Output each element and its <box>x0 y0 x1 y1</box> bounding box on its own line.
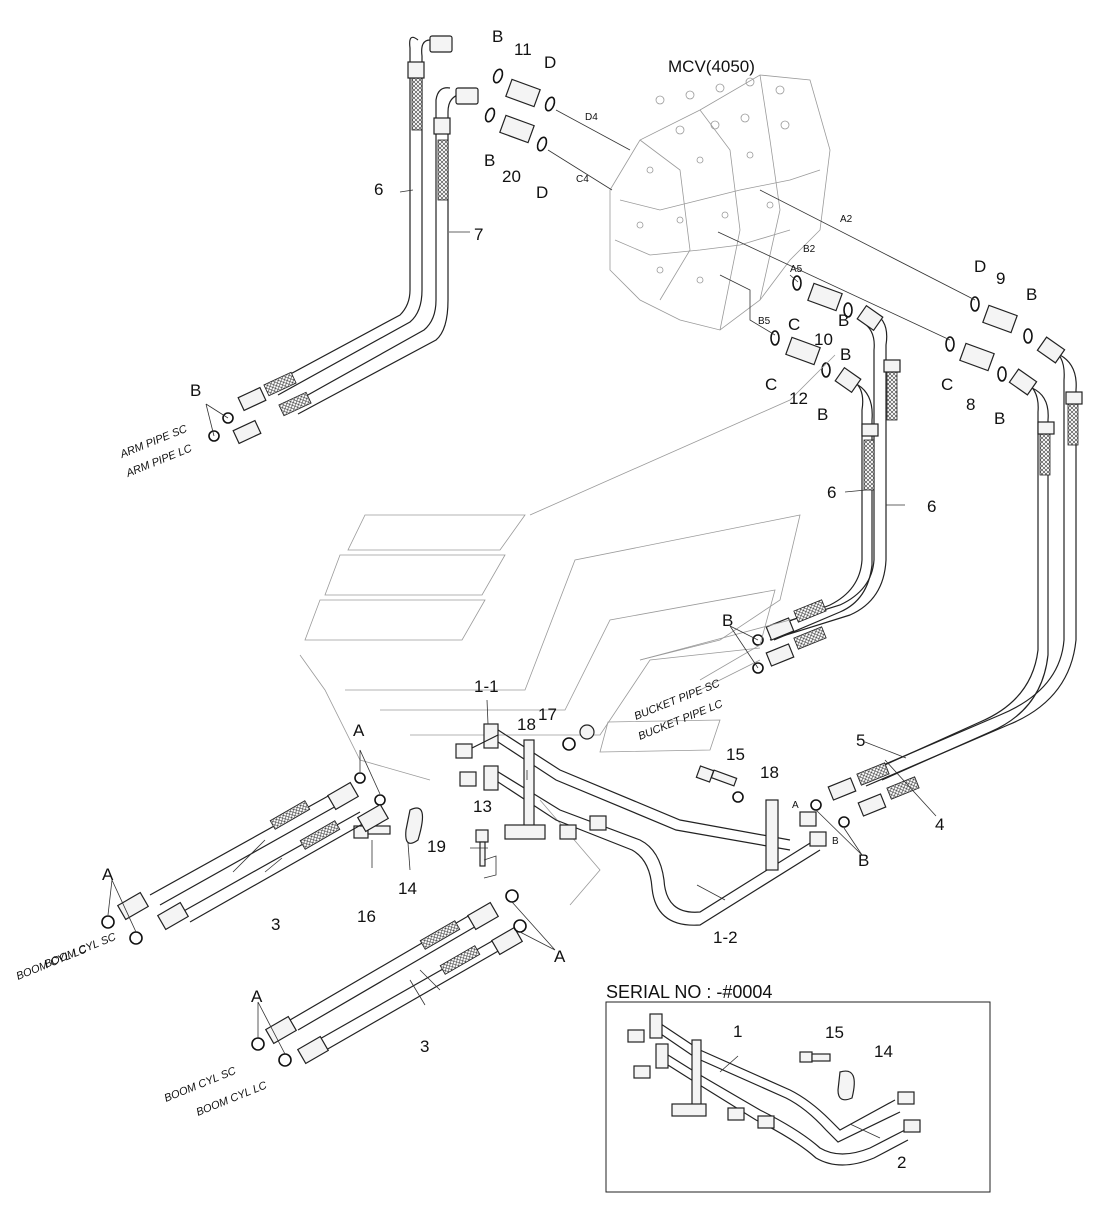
letter-a-boom-1: A <box>102 865 114 884</box>
leader-a5 <box>789 274 799 283</box>
letter-b-bucket: B <box>722 611 733 630</box>
port-a5: A5 <box>790 264 803 275</box>
clip-14 <box>405 807 424 844</box>
leader-d4 <box>555 109 631 151</box>
mcv-valve-block <box>609 74 831 331</box>
letter-b-9: B <box>1026 285 1037 304</box>
mcv-label: MCV(4050) <box>668 57 755 76</box>
leader-lines <box>107 189 937 1139</box>
letter-b-8: B <box>994 409 1005 428</box>
callout-20: 20 <box>502 167 521 186</box>
callout-1-inset: 1 <box>733 1022 742 1041</box>
letter-b-12-lower: B <box>817 405 828 424</box>
callout-3-lower: 3 <box>420 1037 429 1056</box>
bolt-15-washer-18 <box>695 765 744 803</box>
adaptor-11 <box>492 68 556 112</box>
callout-15-inset: 15 <box>825 1023 844 1042</box>
callout-16: 16 <box>357 907 376 926</box>
callout-13: 13 <box>473 797 492 816</box>
letter-d-11: D <box>544 53 556 72</box>
callout-8: 8 <box>966 395 975 414</box>
letter-c-8: C <box>941 375 953 394</box>
port-a-small: A <box>792 800 799 811</box>
callout-12: 12 <box>789 389 808 408</box>
letter-b-20: B <box>484 151 495 170</box>
callout-6-arm: 6 <box>374 180 383 199</box>
callout-10: 10 <box>814 330 833 349</box>
callout-1-1: 1-1 <box>474 677 499 696</box>
letter-b-10: B <box>838 311 849 330</box>
hose-5 <box>859 336 1083 787</box>
callout-1-2: 1-2 <box>713 928 738 947</box>
port-a2: A2 <box>840 214 853 225</box>
port-b5: B5 <box>758 316 771 327</box>
adaptor-12 <box>770 330 831 378</box>
callout-11: 11 <box>514 40 532 59</box>
adaptor-9 <box>970 296 1033 344</box>
callout-5: 5 <box>856 731 865 750</box>
letter-b-right: B <box>858 851 869 870</box>
leader-c4 <box>547 149 613 191</box>
callout-3-upper: 3 <box>271 915 280 934</box>
adaptor-20 <box>484 107 548 152</box>
hose-6-bucket-left <box>771 366 879 641</box>
letter-a-boom-2: A <box>251 987 263 1006</box>
serial-inset <box>605 1001 991 1193</box>
letter-b-arm: B <box>190 381 201 400</box>
callout-14-inset: 14 <box>874 1042 893 1061</box>
o-ring-a-left-1 <box>354 772 366 784</box>
hose-3-lower <box>251 889 527 1067</box>
letter-c-10: C <box>788 315 800 334</box>
port-c4: C4 <box>576 174 589 185</box>
callout-9: 9 <box>996 269 1005 288</box>
letter-b-11: B <box>492 27 503 46</box>
serial-number-label: SERIAL NO : -#0004 <box>606 982 772 1002</box>
callout-4: 4 <box>935 815 944 834</box>
port-b-small: B <box>832 836 839 847</box>
callout-19: 19 <box>427 837 446 856</box>
letter-a-left: A <box>353 721 365 740</box>
hose-4-5-end-fittings <box>810 762 920 828</box>
port-b2: B2 <box>803 244 816 255</box>
o-ring-a-left-2 <box>374 794 386 806</box>
leader-b5 <box>719 274 776 336</box>
callout-18-right: 18 <box>760 763 779 782</box>
port-d4: D4 <box>585 112 598 123</box>
bolt-19 <box>475 829 497 879</box>
callout-6-bucket-right: 6 <box>927 497 936 516</box>
pipe-label-boom-sc-upper: BOOM CYL SC <box>43 931 118 971</box>
letter-c-12: C <box>765 375 777 394</box>
callout-15-main: 15 <box>726 745 745 764</box>
clamp-bracket-13 <box>504 739 779 871</box>
callout-6-bucket-left: 6 <box>827 483 836 502</box>
adaptor-10 <box>792 275 853 318</box>
bucket-hose-end-fittings <box>752 599 827 674</box>
nut-17-washer-18 <box>562 724 595 751</box>
callout-17: 17 <box>538 705 557 724</box>
hose-3-upper <box>101 781 390 945</box>
pipe-1-2 <box>459 765 827 926</box>
callout-2: 2 <box>897 1153 906 1172</box>
hose-6-arm <box>269 35 453 396</box>
callout-7: 7 <box>474 225 483 244</box>
letter-d-9: D <box>974 257 986 276</box>
letter-d-20: D <box>536 183 548 202</box>
adaptor-8 <box>945 336 1007 382</box>
letter-b-12-upper: B <box>840 345 851 364</box>
callout-18-top: 18 <box>517 715 536 734</box>
arm-hose-end-fittings <box>208 371 312 445</box>
hose-6-bucket-right <box>765 304 901 641</box>
hose-4 <box>877 368 1055 781</box>
leader-a2 <box>759 189 976 301</box>
leader-b2 <box>717 231 951 341</box>
hose-7-arm <box>289 87 479 415</box>
letter-a-mid: A <box>554 947 566 966</box>
callout-14-main: 14 <box>398 879 417 898</box>
